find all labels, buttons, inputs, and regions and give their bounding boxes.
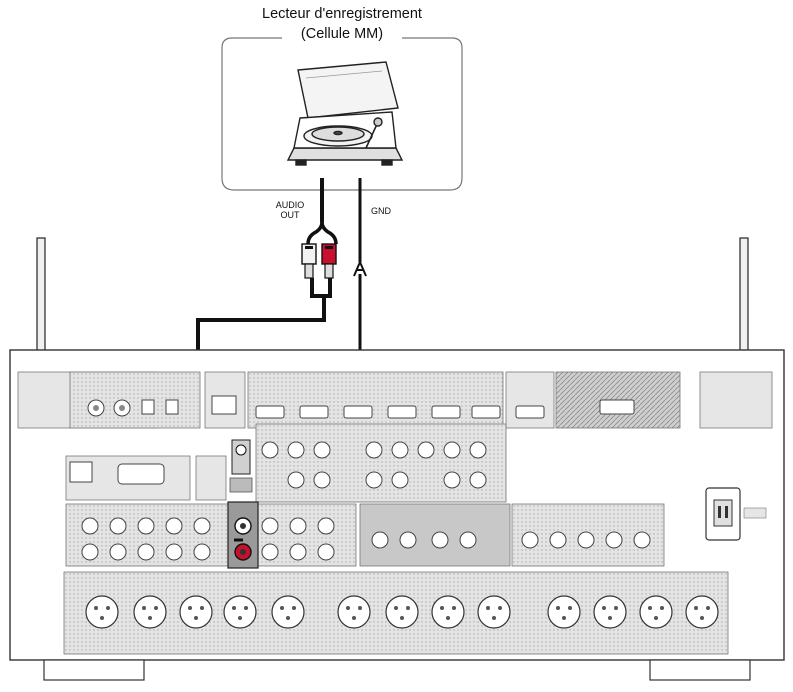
turntable-icon bbox=[286, 61, 404, 166]
spade-plug-icon bbox=[353, 259, 367, 277]
phono-input bbox=[227, 501, 259, 569]
receiver-rear-panel bbox=[9, 349, 785, 681]
turntable-box bbox=[221, 37, 463, 191]
device-title-line2: (Cellule MM) bbox=[300, 26, 384, 42]
gnd-terminal bbox=[229, 439, 253, 493]
gnd-label: GND bbox=[371, 206, 391, 216]
power-inlet-icon bbox=[705, 487, 767, 541]
audio-out-label-line2: OUT bbox=[280, 210, 300, 220]
xlr-connector-icon bbox=[85, 595, 719, 629]
audio-out-label-line1: AUDIO bbox=[275, 200, 305, 210]
rca-jack-grid bbox=[261, 441, 487, 489]
rca-plug-icon bbox=[301, 243, 337, 279]
device-title-line1: Lecteur d'enregistrement bbox=[262, 6, 422, 22]
